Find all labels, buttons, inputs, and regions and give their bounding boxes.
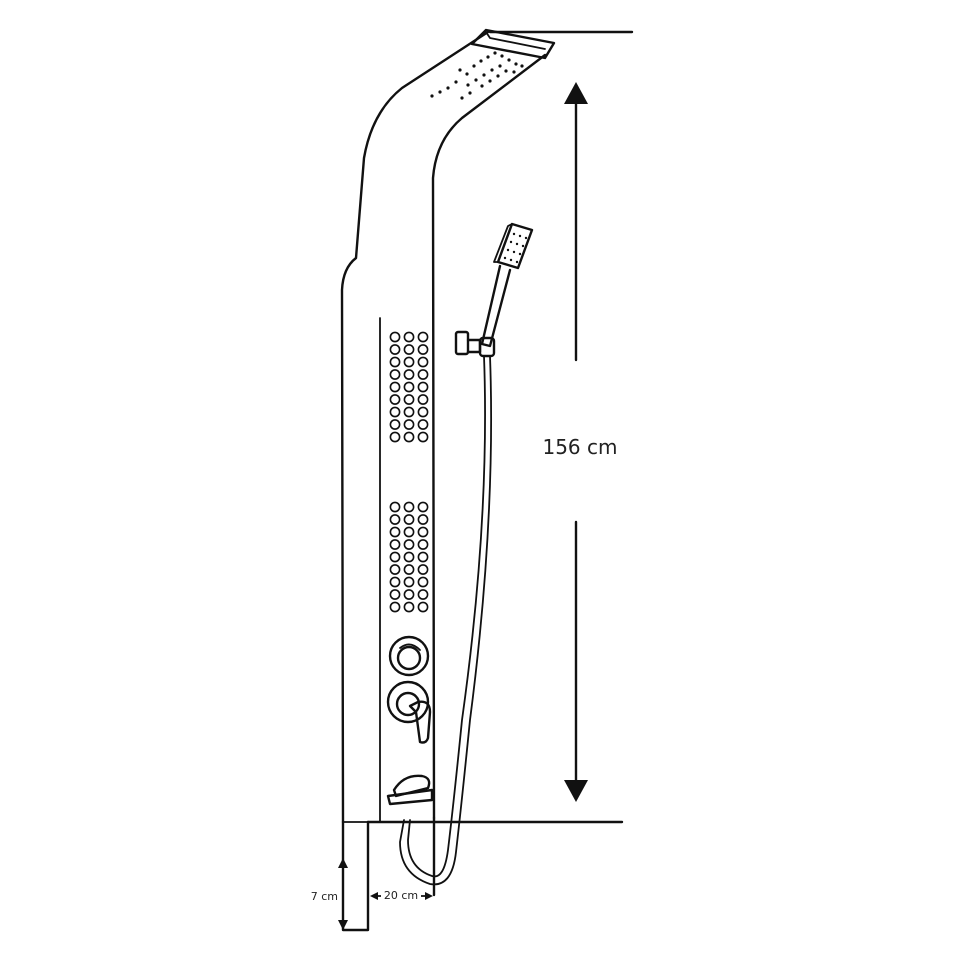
body-jet-nozzle <box>417 331 429 343</box>
hand-shower-handle <box>480 264 512 348</box>
body-jet-nozzle <box>389 394 401 405</box>
hand-shower-head <box>496 222 534 270</box>
body-jet-nozzle <box>417 551 429 563</box>
body-jet-nozzle <box>403 601 415 613</box>
body-jet-nozzle <box>417 344 429 355</box>
body-jet-nozzle <box>403 406 415 418</box>
mixer-lever <box>386 680 432 744</box>
body-jet-nozzle <box>389 564 401 575</box>
panel-foot-back <box>341 820 370 932</box>
body-jet-nozzle <box>417 369 429 380</box>
body-jets-upper <box>389 331 429 443</box>
body-jet-nozzle <box>403 381 415 393</box>
rain-shower-head <box>430 28 556 100</box>
panel-back-edge <box>340 30 490 824</box>
body-jet-nozzle <box>403 501 415 513</box>
body-jet-nozzle <box>417 381 429 393</box>
body-jet-nozzle <box>389 526 401 538</box>
body-jet-nozzle <box>389 576 401 588</box>
floor-gap-dimension: 7 cm <box>311 858 348 930</box>
hand-shower-hose <box>407 355 486 878</box>
body-jet-nozzle <box>417 514 429 525</box>
diverter-knob <box>388 635 430 677</box>
panel-controls <box>386 635 434 806</box>
hand-shower-nozzles <box>503 232 528 264</box>
body-jet-nozzle <box>403 331 415 343</box>
body-jet-nozzle <box>389 589 401 600</box>
body-jet-nozzle <box>389 369 401 380</box>
body-jet-nozzle <box>417 501 429 513</box>
shower-panel <box>340 30 547 932</box>
hand-shower-holder <box>454 330 496 358</box>
floor-gap-label: 7 cm <box>311 890 338 903</box>
body-jet-nozzle <box>389 539 401 550</box>
depth-label-backdrop <box>381 888 421 902</box>
body-jet-nozzle <box>403 564 415 575</box>
body-jet-nozzle <box>417 406 429 418</box>
body-jet-nozzle <box>403 356 415 368</box>
body-jet-nozzle <box>389 419 401 430</box>
body-jet-nozzle <box>403 344 415 355</box>
body-jet-nozzle <box>417 589 429 600</box>
hand-shower <box>399 222 534 886</box>
height-dimension: 156 cm <box>366 30 634 824</box>
depth-dimension: 20 cm <box>370 888 433 902</box>
body-jet-nozzle <box>403 551 415 563</box>
body-jet-nozzle <box>389 514 401 525</box>
body-jets-lower <box>389 501 429 613</box>
body-jet-nozzle <box>417 539 429 550</box>
body-jet-nozzle <box>403 431 415 443</box>
body-jet-nozzle <box>403 589 415 600</box>
body-jet-nozzle <box>389 331 401 343</box>
body-jet-nozzle <box>403 369 415 380</box>
body-jet-nozzle <box>417 564 429 575</box>
body-jet-nozzle <box>403 576 415 588</box>
body-jet-nozzle <box>417 576 429 588</box>
body-jet-nozzle <box>417 419 429 430</box>
body-jet-nozzle <box>389 356 401 368</box>
body-jet-nozzle <box>389 551 401 563</box>
body-jet-nozzle <box>417 356 429 368</box>
panel-front-edge <box>431 53 547 820</box>
body-jet-nozzle <box>389 406 401 418</box>
body-jet-nozzle <box>389 381 401 393</box>
body-jet-nozzle <box>389 344 401 355</box>
body-jet-nozzle <box>389 601 401 613</box>
depth-label: 20 cm <box>384 889 418 902</box>
body-jet-nozzle <box>389 501 401 513</box>
body-jet-nozzle <box>403 419 415 430</box>
body-jet-nozzle <box>417 601 429 613</box>
body-jet-nozzle <box>403 539 415 550</box>
body-jet-nozzle <box>417 526 429 538</box>
body-jet-nozzle <box>417 431 429 443</box>
body-jet-nozzle <box>417 394 429 405</box>
rain-head-nozzles <box>430 51 524 100</box>
body-jet-nozzle <box>403 514 415 525</box>
bath-spout <box>386 774 434 806</box>
body-jet-nozzle <box>389 431 401 443</box>
height-label: 156 cm <box>542 435 617 459</box>
body-jet-nozzle <box>403 526 415 538</box>
body-jet-nozzle <box>403 394 415 405</box>
